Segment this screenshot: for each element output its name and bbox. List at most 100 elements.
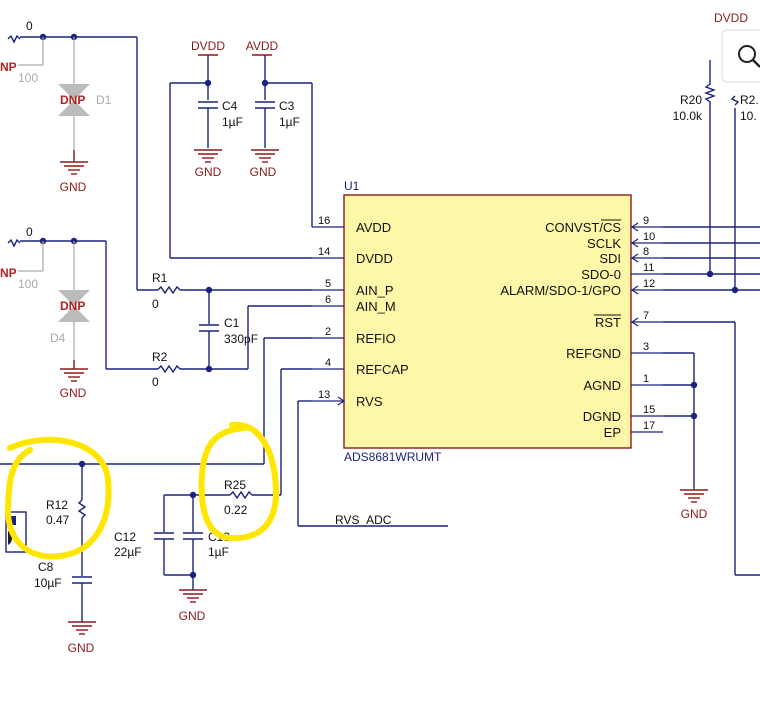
u1-body <box>343 194 632 449</box>
pin-num-11: 11 <box>643 262 654 274</box>
gnd-symbol-right <box>680 487 708 503</box>
pin-num-9: 9 <box>643 215 649 227</box>
r21-value: 10. <box>740 109 757 123</box>
pin-num-13: 13 <box>318 389 330 401</box>
pin-label-refgnd: REFGND <box>566 346 621 361</box>
d4-dnp-label: DNP <box>60 299 85 313</box>
c4-value: 1µF <box>222 115 243 129</box>
gnd-label-right: GND <box>681 507 708 521</box>
pin-label-refcap: REFCAP <box>356 362 409 377</box>
c13-capacitor <box>183 532 203 540</box>
r20-value: 10.0k <box>673 109 703 123</box>
pin-num-16: 16 <box>318 215 330 227</box>
r25-ref: R25 <box>224 478 246 492</box>
pin-label-alarm: ALARM/SDO-1/GPO <box>500 283 621 298</box>
r25-resistor <box>229 490 253 500</box>
gnd-symbol-c4 <box>194 149 222 163</box>
r1-resistor <box>157 285 181 295</box>
r12-resistor <box>77 499 87 519</box>
c13-value: 1µF <box>208 545 229 559</box>
pin-num-14: 14 <box>318 246 330 258</box>
dvdd-label: DVDD <box>191 39 225 53</box>
r20-resistor <box>704 82 716 108</box>
magnifier-icon <box>738 45 760 68</box>
pin-num-10: 10 <box>643 231 655 243</box>
c4-ref: C4 <box>222 99 238 113</box>
net-label-rvs-adc: RVS_ADC <box>335 513 392 527</box>
gnd-symbol-c12 <box>179 589 207 603</box>
r1-value: 0 <box>152 297 159 311</box>
pin-label-ep: EP <box>604 425 621 440</box>
gnd-label-d1: GND <box>60 180 87 194</box>
pin-num-8: 8 <box>643 246 649 258</box>
c4-capacitor <box>198 101 218 148</box>
np-label-2: NP <box>0 266 17 280</box>
hundred-label-2: 100 <box>18 277 38 291</box>
pin-label-ain-p: AIN_P <box>356 283 394 298</box>
highlight-circle-r25 <box>198 421 280 542</box>
c3-ref: C3 <box>279 99 295 113</box>
r12-ref: R12 <box>46 498 68 512</box>
c3-capacitor <box>255 101 275 148</box>
pin-label-dvdd: DVDD <box>356 251 393 266</box>
avdd-label: AVDD <box>246 39 279 53</box>
pin-label-sclk: SCLK <box>587 236 621 251</box>
r2-value: 0 <box>152 375 159 389</box>
gnd-label-c8: GND <box>68 641 95 655</box>
pin-label-rst: RST <box>595 315 621 330</box>
c12-capacitor <box>154 532 174 540</box>
r1-ref: R1 <box>152 271 168 285</box>
hundred-label-1: 100 <box>18 71 38 85</box>
c8-capacitor <box>72 576 92 622</box>
c1-capacitor <box>199 324 219 332</box>
gnd-label-c3: GND <box>250 165 277 179</box>
u1-left-pins <box>312 226 344 402</box>
r2-resistor <box>157 364 181 374</box>
gnd-symbol-d4 <box>60 360 88 382</box>
gnd-label-d4: GND <box>60 386 87 400</box>
pin-label-refio: REFIO <box>356 331 396 346</box>
pin-num-5: 5 <box>325 278 331 290</box>
c3-value: 1µF <box>279 115 300 129</box>
gnd-symbol-c8 <box>68 621 96 635</box>
pin-num-6: 6 <box>325 294 331 306</box>
c8-value: 10µF <box>34 576 62 590</box>
r21-ref: R2. <box>740 93 759 107</box>
pin-label-sdo-0: SDO-0 <box>581 267 621 282</box>
c8-ref: C8 <box>38 560 54 574</box>
gnd-symbol-d1 <box>60 150 88 175</box>
zero-label-1: 0 <box>26 19 33 33</box>
u1-right-pins <box>631 226 663 433</box>
pin-label-ain-m: AIN_M <box>356 299 396 314</box>
partial-component-left <box>5 511 27 553</box>
gnd-label-c4: GND <box>195 165 222 179</box>
c1-ref: C1 <box>224 316 240 330</box>
zoom-button[interactable] <box>721 29 760 83</box>
d1-dnp-label: DNP <box>60 93 85 107</box>
r12-value: 0.47 <box>46 513 70 527</box>
d1-ref: D1 <box>96 93 112 107</box>
gnd-symbol-c3 <box>251 149 279 163</box>
r25-value: 0.22 <box>224 503 248 517</box>
zero-label-2: 0 <box>26 225 33 239</box>
dvdd-top-label: DVDD <box>714 11 748 25</box>
r2-ref: R2 <box>152 350 168 364</box>
pin-num-2: 2 <box>325 326 331 338</box>
pin-label-avdd: AVDD <box>356 220 391 235</box>
pin-num-15: 15 <box>643 404 655 416</box>
c12-ref: C12 <box>114 530 136 544</box>
u1-ref: U1 <box>344 179 360 193</box>
highlight-circle-r12 <box>4 436 112 560</box>
pin-num-7: 7 <box>643 310 649 322</box>
gnd-label-c12: GND <box>179 609 206 623</box>
pin-label-sdi: SDI <box>599 251 621 266</box>
np-label-1: NP <box>0 60 17 74</box>
pin-label-dgnd: DGND <box>583 409 621 424</box>
rvs-output-marker <box>337 396 346 406</box>
pin-num-12: 12 <box>643 278 655 290</box>
pin-num-3: 3 <box>643 341 649 353</box>
pin-label-rvs: RVS <box>356 394 383 409</box>
r20-ref: R20 <box>680 93 702 107</box>
